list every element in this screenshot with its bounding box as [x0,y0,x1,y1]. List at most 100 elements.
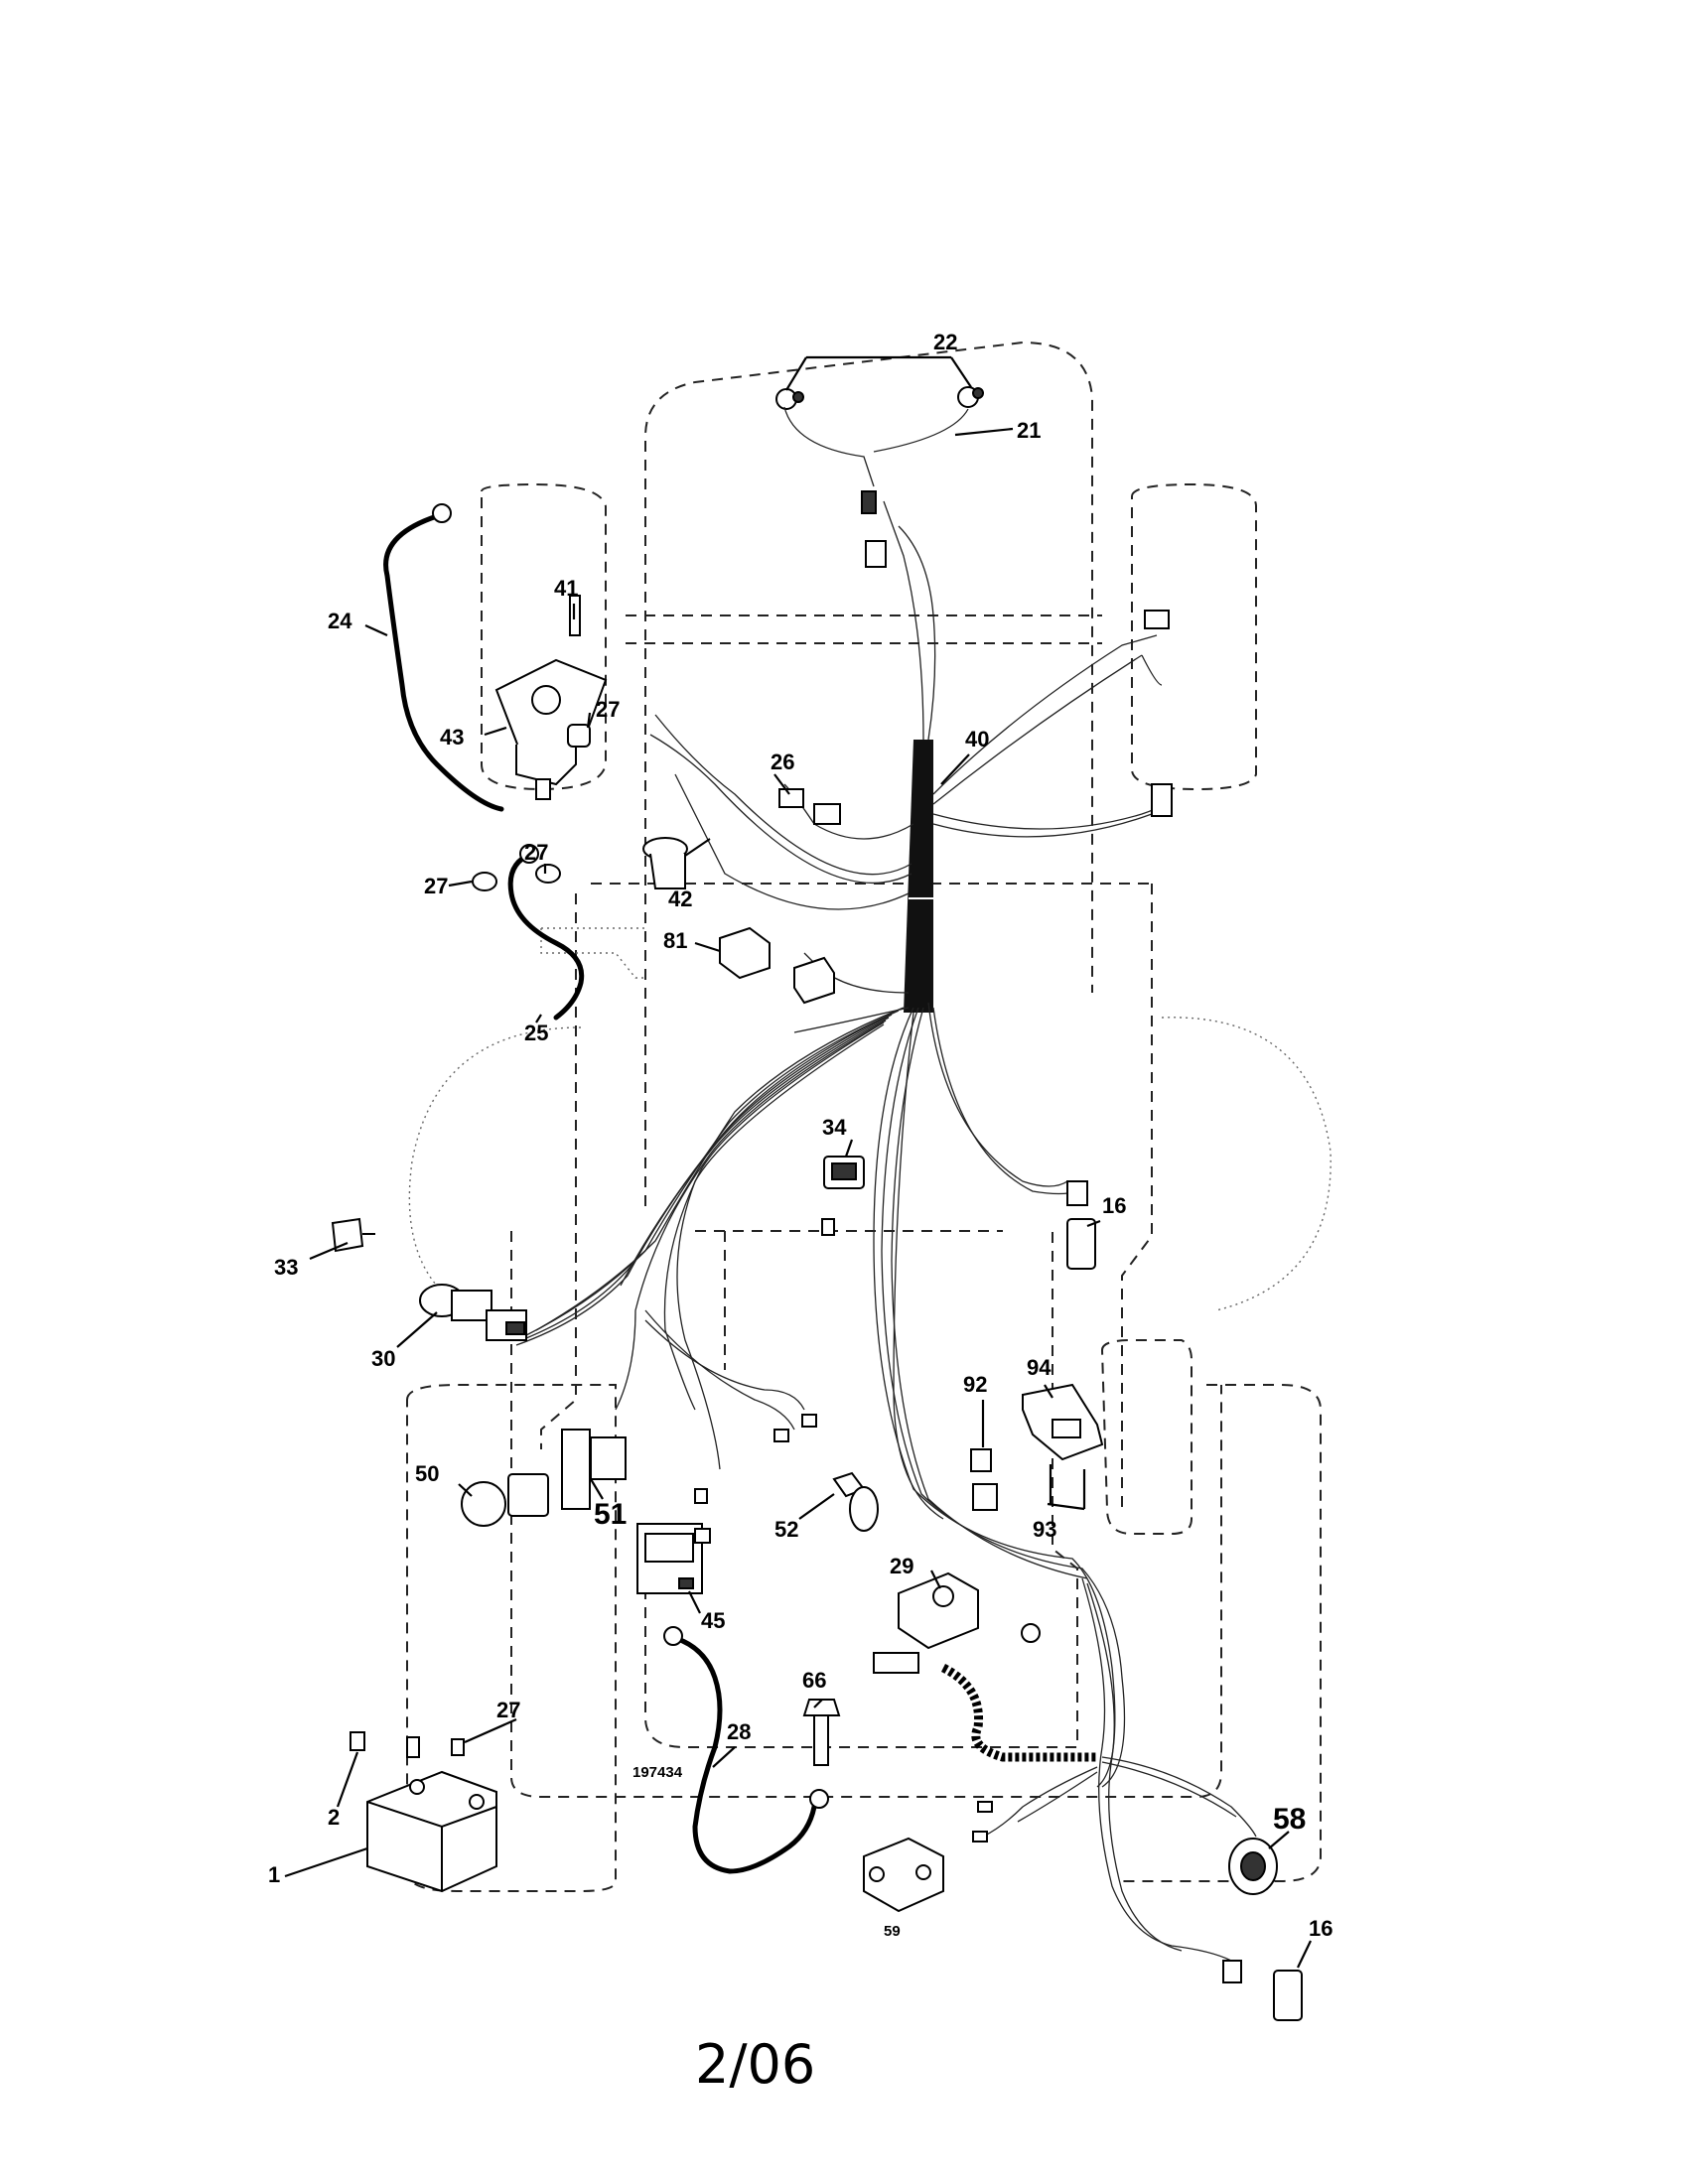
callout-52: 52 [774,1517,798,1542]
parts [331,386,1303,2021]
washer-27a [472,872,497,891]
cable-eyelet-24 [432,503,452,523]
callout-94: 94 [1027,1355,1052,1380]
harness-wires [515,500,1257,1962]
switch-34-plug [821,1218,835,1236]
module-59 [863,1837,944,1913]
callout-81: 81 [663,928,687,953]
plug-misc [694,1488,708,1504]
bolt-66 [802,1699,841,1766]
callout-92: 92 [963,1372,987,1397]
callout-34: 34 [822,1115,847,1140]
rear-fender-pad [1100,1339,1193,1535]
switch-16-front-plug [1066,1180,1088,1206]
deck-right-circle [1161,1017,1332,1311]
callout-16b: 16 [1309,1916,1333,1941]
callout-2: 2 [328,1805,340,1830]
plug-92 [972,1483,998,1511]
front-connector [865,540,887,568]
callout-66: 66 [802,1668,826,1693]
alarm-58 [1228,1838,1278,1895]
callout-45: 45 [701,1608,725,1633]
callout-50: 50 [415,1461,439,1486]
callout-21: 21 [1017,418,1041,443]
drawing-number: 197434 [632,1764,683,1781]
plate-51 [561,1429,591,1510]
rear-left-wheel [406,1384,617,1892]
callout-93: 93 [1033,1517,1056,1542]
battery [366,1770,497,1893]
key-33 [331,1217,375,1253]
term-a [773,1429,789,1442]
callout-26: 26 [771,750,794,774]
front-right-connector-2 [1151,783,1173,817]
boot-42 [642,837,711,889]
switch-50 [507,1473,549,1517]
callout-28: 28 [727,1719,751,1744]
indicator-50 [461,1481,506,1527]
harness-coil [904,740,933,1013]
frame-outline [591,883,1152,1370]
callouts: 22 21 24 41 43 27 27 27 25 26 40 42 81 3… [268,330,1333,1941]
connector-92 [970,1448,992,1472]
callout-22: 22 [933,330,957,354]
front-right-wheel [1131,482,1257,791]
cable-25 [507,851,585,1021]
callout-59: 59 [884,1923,901,1940]
cable-24 [383,513,504,812]
cable-28 [672,1635,817,1874]
cable-eyelet-rear [1021,1623,1041,1643]
module-29 [873,1571,979,1674]
hood-outline [644,341,1093,1206]
fuse-26 [778,788,804,808]
nut-27-battery [451,1738,465,1756]
callout-27b: 27 [424,874,448,898]
callout-1: 1 [268,1862,280,1887]
cable-eyelet-28a [663,1626,683,1646]
front-right-connector [1144,610,1170,629]
callout-40: 40 [965,727,989,751]
washer-27b [535,864,561,884]
callout-42: 42 [668,887,692,911]
body-outline [540,884,1153,1509]
cable-eyelet-28b [809,1789,829,1809]
lead-59a [972,1831,988,1843]
callout-27c: 27 [524,840,548,865]
page-footer: 2/06 [695,2033,815,2096]
switch-34-rocker [831,1162,857,1180]
callout-25: 25 [524,1021,548,1045]
front-left-wheel [481,482,607,791]
terminal-clip [406,1736,420,1758]
front-axle-line [626,614,1102,644]
plug-45 [694,1528,711,1544]
callout-43: 43 [440,725,464,750]
switch-16-front [1066,1218,1096,1270]
mid-connect [540,927,645,979]
bolt-2 [350,1731,365,1751]
deck-left-circle [408,1026,582,1311]
switch-16-rear [1273,1970,1303,2021]
rear-right-wheel [1122,1384,1322,1882]
callout-16a: 16 [1102,1193,1126,1218]
clip-52-loop [849,1486,879,1532]
fuse-holder [813,803,841,825]
callout-41: 41 [554,576,578,601]
callout-33: 33 [274,1255,298,1280]
switch-94 [1022,1383,1104,1461]
switch-16-rear-plug [1222,1960,1242,1983]
cable-eyelet-25 [519,844,539,864]
tractor-outline [406,341,1332,1892]
relay-connector [793,956,835,1005]
term-b [801,1414,817,1428]
headlight-bulbs [775,386,984,514]
callout-24: 24 [328,609,352,633]
callout-58: 58 [1273,1803,1306,1836]
screws-93 [1049,1464,1086,1509]
ignition-switch [419,1284,527,1341]
callout-30: 30 [371,1346,395,1371]
connector-51 [590,1436,627,1480]
callout-27a: 27 [596,697,620,722]
callout-51: 51 [594,1498,627,1531]
seat-pan-outline [510,1231,1222,1798]
